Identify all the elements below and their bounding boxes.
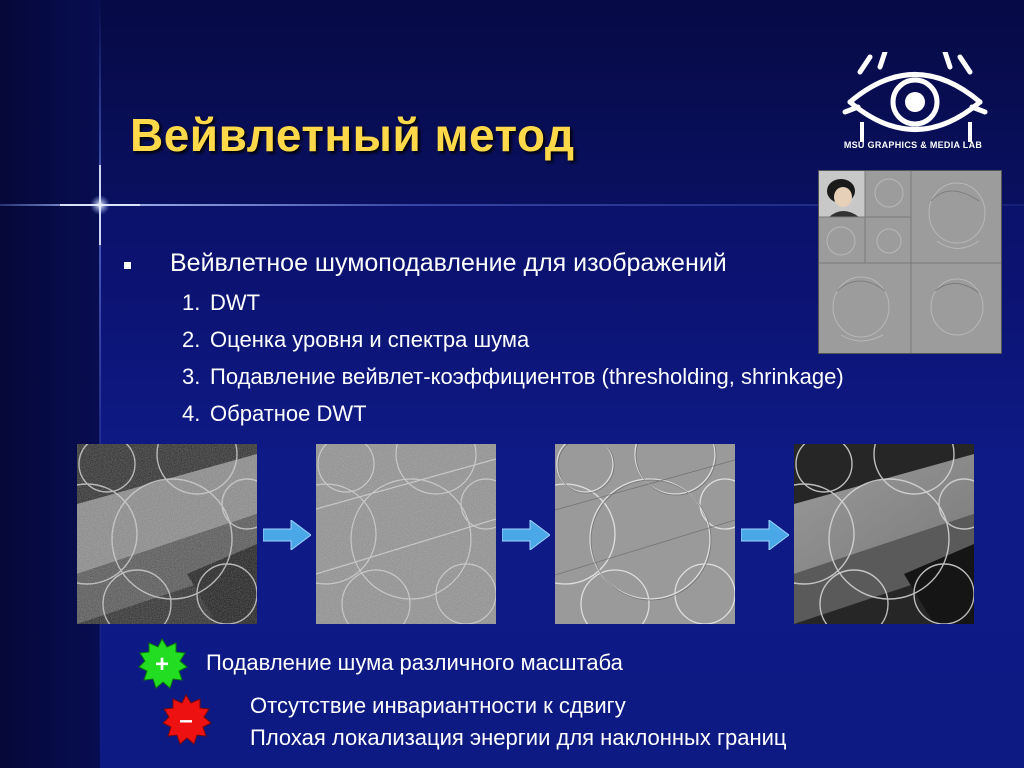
denoised-output-image bbox=[794, 444, 974, 624]
list-item: 2.Оценка уровня и спектра шума bbox=[182, 327, 530, 352]
bullet-square bbox=[124, 262, 131, 269]
list-item: 1.DWT bbox=[182, 290, 261, 315]
wavelet-coefficients-image bbox=[316, 444, 496, 624]
pro-text: Подавление шума различного масштаба bbox=[206, 650, 623, 675]
noisy-input-image bbox=[77, 444, 257, 624]
list-item: 4.Обратное DWT bbox=[182, 401, 367, 426]
con-line: Отсутствие инвариантности к сдвигу bbox=[250, 693, 626, 718]
con-line: Плохая локализация энергии для наклонных… bbox=[250, 725, 787, 750]
main-bullet-text: Вейвлетное шумоподавление для изображени… bbox=[170, 249, 727, 277]
arrow-right-icon bbox=[502, 520, 550, 550]
arrow-right-icon bbox=[263, 520, 311, 550]
minus-badge-icon: – bbox=[162, 694, 212, 745]
wavelet-decomposition-thumbnail bbox=[818, 170, 1002, 354]
horizontal-accent-line bbox=[0, 204, 1024, 206]
plus-symbol: + bbox=[155, 651, 169, 678]
vertical-accent-line bbox=[99, 0, 101, 768]
logo-caption: MSU GRAPHICS & MEDIA LAB bbox=[843, 140, 983, 150]
list-item: 3.Подавление вейвлет-коэффициентов (thre… bbox=[182, 364, 844, 389]
left-band bbox=[0, 0, 100, 768]
minus-symbol: – bbox=[179, 707, 192, 734]
sparkle-decoration bbox=[60, 165, 140, 245]
con-text: Отсутствие инвариантности к сдвигу Плоха… bbox=[250, 690, 787, 754]
msu-eye-logo-icon bbox=[842, 52, 988, 142]
thresholded-coefficients-image bbox=[555, 444, 735, 624]
plus-badge-icon: + bbox=[138, 638, 188, 689]
arrow-right-icon bbox=[741, 520, 789, 550]
steps-list: 1.DWT 2.Оценка уровня и спектра шума 3.П… bbox=[182, 288, 844, 436]
slide-title: Вейвлетный метод bbox=[130, 109, 575, 161]
